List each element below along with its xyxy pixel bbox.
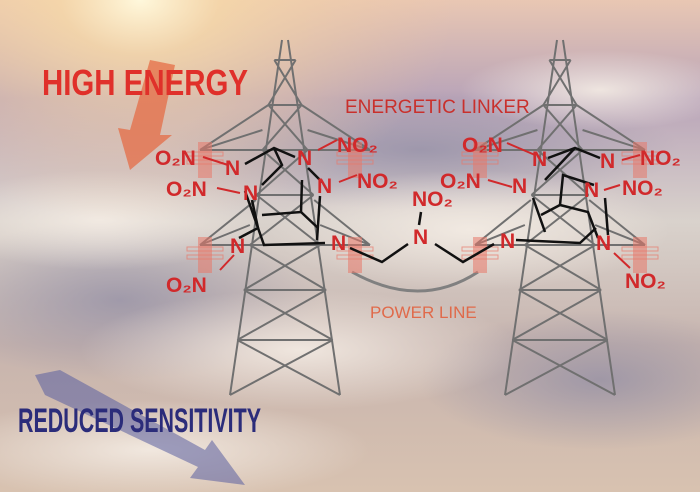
nitrogen-atom-label: N xyxy=(317,175,332,198)
insulator-disc xyxy=(186,254,224,260)
high-energy-arrow-icon xyxy=(118,60,175,170)
nitrogen-atom-label: N xyxy=(600,150,615,173)
molecule-bonds xyxy=(238,146,610,264)
nitrogen-atom-label: N xyxy=(532,148,547,171)
nitrogen-atom-label: N xyxy=(584,179,599,202)
insulator-disc xyxy=(621,246,659,252)
nitro-group-label: NO₂ xyxy=(357,170,398,193)
nitro-bonds xyxy=(202,139,641,271)
nitrogen-atom-label: N xyxy=(500,230,515,253)
insulator-disc xyxy=(186,151,224,157)
power-line xyxy=(351,270,479,293)
insulator-disc xyxy=(336,159,374,165)
insulator-disc xyxy=(186,246,224,252)
reduced-sensitivity-arrow-icon xyxy=(35,370,245,485)
nitrogen-atom-label: N xyxy=(297,147,312,170)
nitro-group-label: NO₂ xyxy=(640,147,681,170)
nitrogen-atom-label: N xyxy=(331,232,346,255)
nitro-group-label: O₂N xyxy=(166,178,207,201)
nitro-group-label: O₂N xyxy=(155,147,196,170)
right-cage: O₂N O₂N NO₂ NO₂ NO₂ N N N N N N xyxy=(440,134,681,293)
nitrogen-atom-label: N xyxy=(512,175,527,198)
nitro-group-label: NO₂ xyxy=(337,134,378,157)
linker-molecule: NO₂ N xyxy=(412,188,453,249)
insulator-disc xyxy=(186,159,224,165)
power-line-label: POWER LINE xyxy=(370,303,477,322)
energetic-linker-label: ENERGETIC LINKER xyxy=(345,97,530,118)
reduced-sensitivity-headline: REDUCED SENSITIVITY xyxy=(18,402,261,440)
nitrogen-atom-label: N xyxy=(230,235,245,258)
nitro-group-label: NO₂ xyxy=(412,188,453,211)
nitro-group-label: O₂N xyxy=(462,134,503,157)
left-cage: O₂N O₂N O₂N NO₂ NO₂ N N N N N N xyxy=(155,134,398,297)
insulator-disc xyxy=(621,254,659,260)
nitrogen-atom-label: N xyxy=(596,232,611,255)
nitrogen-atom-label: N xyxy=(413,226,428,249)
insulator-disc xyxy=(336,151,374,157)
insulator-disc xyxy=(621,159,659,165)
insulator-disc xyxy=(461,151,499,157)
nitro-group-label: O₂N xyxy=(440,170,481,193)
insulators xyxy=(186,142,659,273)
nitrogen-atom-label: N xyxy=(225,157,240,180)
nitro-group-label: NO₂ xyxy=(625,270,666,293)
high-energy-headline: HIGH ENERGY xyxy=(42,62,248,103)
nitro-group-label: NO₂ xyxy=(622,177,663,200)
nitrogen-atom-label: N xyxy=(243,182,258,205)
insulator-disc xyxy=(461,159,499,165)
nitro-group-label: O₂N xyxy=(166,274,207,297)
right-tower xyxy=(474,39,646,396)
insulator-disc xyxy=(461,254,499,260)
